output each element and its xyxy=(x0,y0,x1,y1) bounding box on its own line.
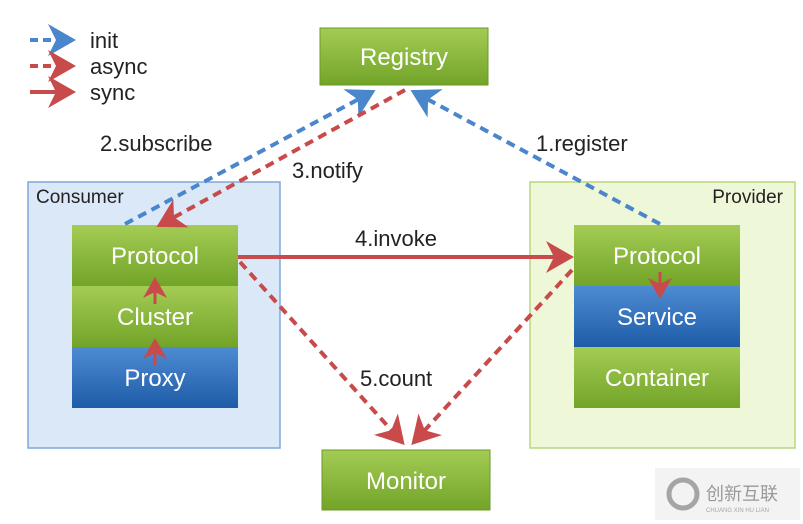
consumer-cluster-label: Cluster xyxy=(117,304,193,331)
provider-service-label: Service xyxy=(617,304,697,331)
notify-label: 3.notify xyxy=(292,158,363,183)
provider-protocol-box xyxy=(574,225,740,286)
notify-arrow xyxy=(156,88,406,228)
monitor-label: Monitor xyxy=(366,468,446,495)
registry-label: Registry xyxy=(360,44,448,71)
legend-sync-label: sync xyxy=(90,80,135,105)
registry-box xyxy=(319,27,489,86)
legend-init-label: init xyxy=(90,28,118,53)
consumer-proxy-label: Proxy xyxy=(124,365,185,392)
watermark-logo: 创新互联 CHUANG XIN HU LIAN xyxy=(655,468,800,520)
monitor-box xyxy=(321,449,491,511)
consumer-protocol-box xyxy=(72,225,238,286)
count-consumer-arrow xyxy=(238,260,405,445)
consumer-protocol-label: Protocol xyxy=(111,243,199,270)
provider-container-box xyxy=(574,347,740,408)
provider-title: Provider xyxy=(712,187,783,208)
count-label: 5.count xyxy=(360,366,432,391)
subscribe-label: 2.subscribe xyxy=(100,131,213,156)
legend: init async sync xyxy=(30,24,147,108)
svg-text:CHUANG XIN HU LIAN: CHUANG XIN HU LIAN xyxy=(706,508,769,514)
register-arrow xyxy=(410,89,661,226)
invoke-label: 4.invoke xyxy=(355,226,437,251)
watermark-logo-icon xyxy=(666,477,700,511)
count-provider-arrow xyxy=(411,268,574,445)
legend-async-label: async xyxy=(90,54,147,79)
provider-protocol-label: Protocol xyxy=(613,243,701,270)
provider-container-label: Container xyxy=(605,365,709,392)
svg-text:创新互联: 创新互联 xyxy=(706,484,778,504)
register-label: 1.register xyxy=(536,131,628,156)
consumer-title: Consumer xyxy=(36,187,124,208)
